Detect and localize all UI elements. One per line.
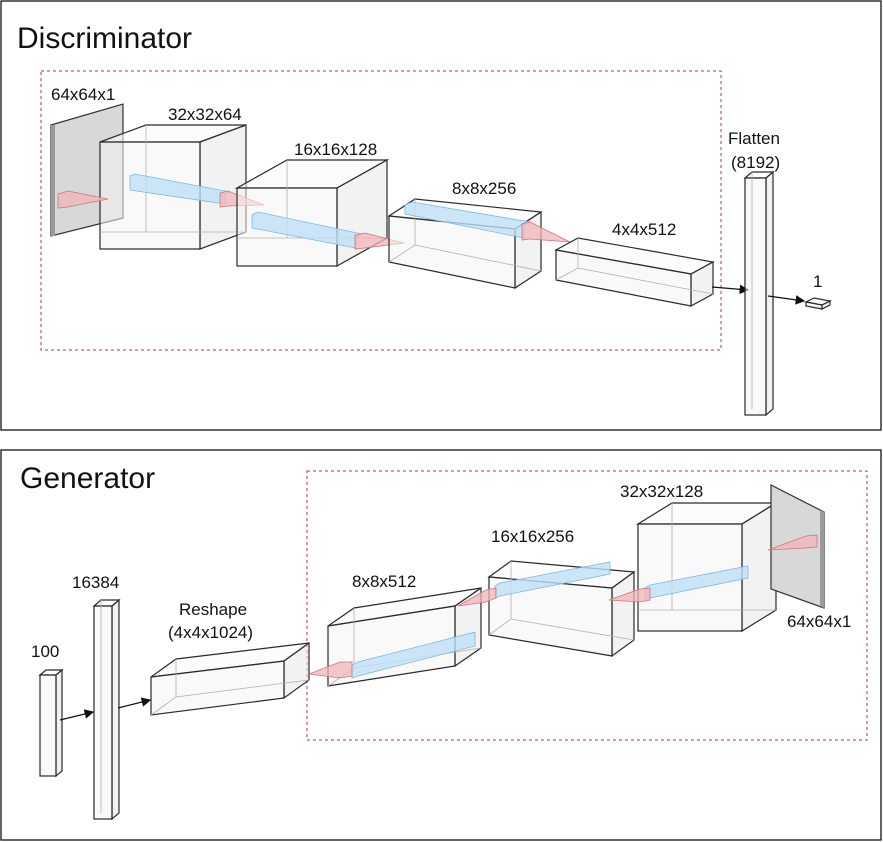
g-output-label: 64x64x1 (787, 612, 851, 631)
g-noise-label: 100 (31, 642, 59, 661)
d-conv1-label: 32x32x64 (168, 105, 242, 124)
d-output-unit (804, 297, 832, 310)
d-flatten-size-label: (8192) (731, 153, 780, 172)
g-deconv1-label: 8x8x512 (352, 572, 416, 591)
d-input-label: 64x64x1 (51, 85, 115, 104)
discriminator-panel: Discriminator 64x64x1 32x32x64 (0, 0, 882, 431)
discriminator-title: Discriminator (17, 22, 192, 55)
g-reshape-label: Reshape (179, 600, 247, 619)
d-conv2-label: 16x16x128 (294, 140, 377, 159)
d-flatten-label: Flatten (728, 129, 780, 148)
d-conv2-layer (234, 158, 405, 268)
g-output-layer (767, 484, 825, 609)
discriminator-conv-group (40, 70, 722, 351)
g-reshape-size-label: (4x4x1024) (168, 623, 253, 642)
generator-title: Generator (20, 462, 155, 495)
g-deconv3-layer (608, 501, 779, 633)
g-deconv2-label: 16x16x256 (491, 527, 574, 546)
g-deconv3-label: 32x32x128 (620, 482, 703, 501)
d-output-label: 1 (813, 272, 822, 291)
d-conv4-layer (554, 237, 715, 308)
d-conv3-label: 8x8x256 (452, 179, 516, 198)
g-arrow-to-reshape (117, 697, 152, 709)
g-deconv1-layer (308, 586, 482, 687)
d-conv4-label: 4x4x512 (612, 220, 676, 239)
d-conv1-layer (57, 124, 265, 250)
g-arrow-to-dense (59, 709, 95, 721)
g-noise-layer (38, 668, 64, 778)
d-conv3-layer (387, 198, 571, 290)
d-flatten-layer (743, 170, 775, 417)
g-deconv2-layer (457, 560, 636, 658)
generator-panel: Generator 100 16384 Reshape (4x4x10 (0, 449, 882, 841)
g-dense-layer (92, 598, 121, 821)
d-arrow-to-output (767, 295, 806, 305)
d-arrow-to-flatten (711, 284, 750, 295)
g-reshape-layer (150, 641, 310, 716)
g-dense-label: 16384 (72, 573, 119, 592)
